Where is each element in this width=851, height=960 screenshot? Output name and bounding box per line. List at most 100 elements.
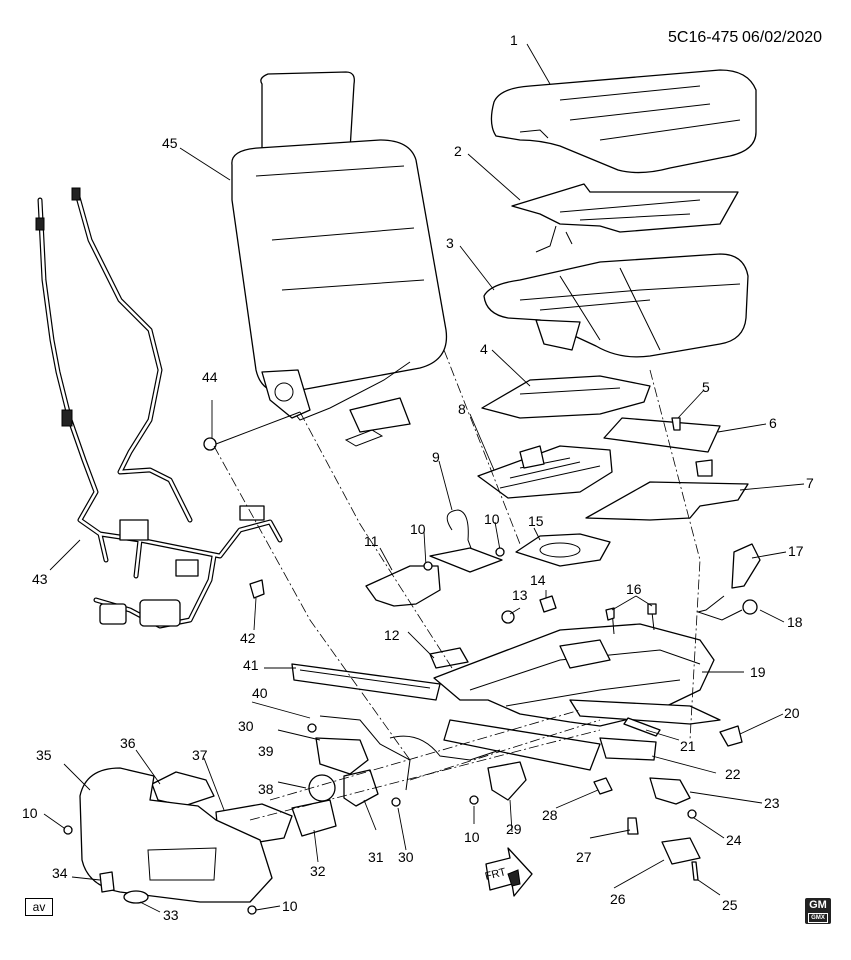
callout-36: 36 bbox=[120, 735, 136, 751]
cushion-cover bbox=[490, 69, 757, 174]
bolt-25 bbox=[691, 861, 699, 881]
clip-28 bbox=[593, 777, 613, 795]
callout-10-c: 10 bbox=[22, 805, 38, 821]
screw-16a bbox=[605, 607, 615, 621]
screw-10a bbox=[423, 561, 433, 571]
actuator-31 bbox=[343, 769, 379, 807]
callout-42: 42 bbox=[240, 630, 256, 646]
cushion-pad bbox=[483, 253, 749, 358]
screw-10d bbox=[469, 795, 479, 805]
callout-39: 39 bbox=[258, 743, 274, 759]
view-label-box: av bbox=[25, 898, 53, 916]
callout-5: 5 bbox=[702, 379, 710, 395]
clip-27 bbox=[627, 817, 639, 835]
bracket-36 bbox=[151, 771, 215, 807]
callout-38: 38 bbox=[258, 781, 274, 797]
spring-mat bbox=[477, 445, 613, 499]
callout-11: 11 bbox=[364, 533, 379, 549]
callout-40: 40 bbox=[252, 685, 268, 701]
callout-1: 1 bbox=[510, 32, 518, 48]
screw-30a bbox=[307, 723, 317, 733]
motor-39 bbox=[315, 737, 369, 775]
cushion-pan bbox=[481, 375, 651, 419]
seat-back bbox=[231, 71, 448, 447]
motor-29 bbox=[487, 761, 527, 801]
callout-28: 28 bbox=[542, 807, 558, 823]
diagram-date: 06/02/2020 bbox=[742, 29, 822, 46]
callout-43: 43 bbox=[32, 571, 48, 587]
leader-lines bbox=[43, 43, 805, 913]
callout-44: 44 bbox=[202, 369, 218, 385]
callout-32: 32 bbox=[310, 863, 326, 879]
callouts: 1 2 3 4 5 6 7 8 9 10 10 10 10 10 11 12 1… bbox=[22, 32, 814, 923]
seat-track-41 bbox=[291, 663, 441, 701]
callout-37: 37 bbox=[192, 747, 208, 763]
callout-10-d: 10 bbox=[464, 829, 480, 845]
callout-29: 29 bbox=[506, 821, 522, 837]
seat-module-15 bbox=[515, 533, 611, 567]
callout-24: 24 bbox=[726, 832, 742, 848]
clip-42 bbox=[249, 579, 265, 599]
callout-13: 13 bbox=[512, 587, 528, 603]
callout-14: 14 bbox=[530, 572, 546, 588]
motor-22 bbox=[599, 737, 657, 761]
bolt-44 bbox=[203, 411, 301, 451]
callout-10-b: 10 bbox=[484, 511, 500, 527]
front-direction-arrow: FRT bbox=[484, 847, 533, 897]
callout-45: 45 bbox=[162, 135, 178, 151]
screw-10b bbox=[495, 547, 505, 557]
knob-34 bbox=[99, 871, 115, 893]
gm-logo: GM GMX bbox=[805, 898, 831, 924]
diagram-reference: 5C16-475 bbox=[668, 29, 738, 46]
wiring-harness bbox=[35, 187, 283, 629]
callout-35: 35 bbox=[36, 747, 52, 763]
screw-30b bbox=[391, 797, 401, 807]
front-label: FRT bbox=[484, 866, 508, 883]
callout-41: 41 bbox=[243, 657, 259, 673]
screw-10c bbox=[63, 825, 73, 835]
callout-15: 15 bbox=[528, 513, 544, 529]
seat-bracket-11 bbox=[365, 547, 503, 607]
callout-20: 20 bbox=[784, 705, 800, 721]
callout-33: 33 bbox=[163, 907, 179, 923]
cap-20 bbox=[719, 725, 743, 747]
clip-14 bbox=[539, 595, 557, 613]
callout-34: 34 bbox=[52, 865, 68, 881]
callout-17: 17 bbox=[788, 543, 804, 559]
callout-4: 4 bbox=[480, 341, 488, 357]
callout-18: 18 bbox=[787, 614, 803, 630]
screw-5 bbox=[671, 417, 681, 431]
callout-6: 6 bbox=[769, 415, 777, 431]
gm-logo-subtext: GMX bbox=[808, 913, 828, 923]
callout-8: 8 bbox=[458, 401, 466, 417]
callout-7: 7 bbox=[806, 475, 814, 491]
callout-23: 23 bbox=[764, 795, 780, 811]
side-shield bbox=[79, 767, 273, 904]
heater-mat bbox=[511, 183, 739, 253]
callout-16: 16 bbox=[626, 581, 642, 597]
seat-panel-6 bbox=[603, 417, 721, 477]
callout-27: 27 bbox=[576, 849, 592, 865]
callout-10-a: 10 bbox=[410, 521, 426, 537]
callout-3: 3 bbox=[446, 235, 454, 251]
callout-25: 25 bbox=[722, 897, 738, 913]
motor-38 bbox=[308, 774, 336, 802]
gm-logo-text: GM bbox=[809, 899, 827, 911]
torque-rod-40 bbox=[319, 715, 411, 791]
callout-26: 26 bbox=[610, 891, 626, 907]
seat-panel-7 bbox=[585, 481, 749, 521]
callout-10-e: 10 bbox=[282, 898, 298, 914]
latch-26 bbox=[661, 837, 701, 865]
phantom-lines bbox=[213, 349, 701, 821]
screw-16b bbox=[647, 603, 657, 615]
cable-rod bbox=[389, 735, 501, 761]
knob-33 bbox=[123, 890, 149, 904]
callout-31: 31 bbox=[368, 849, 384, 865]
callout-19: 19 bbox=[750, 664, 766, 680]
callout-30-a: 30 bbox=[238, 718, 254, 734]
switch-32 bbox=[291, 799, 337, 837]
seat-belt-buckle bbox=[696, 543, 761, 621]
seat-frame bbox=[433, 609, 715, 727]
callout-30-b: 30 bbox=[398, 849, 414, 865]
